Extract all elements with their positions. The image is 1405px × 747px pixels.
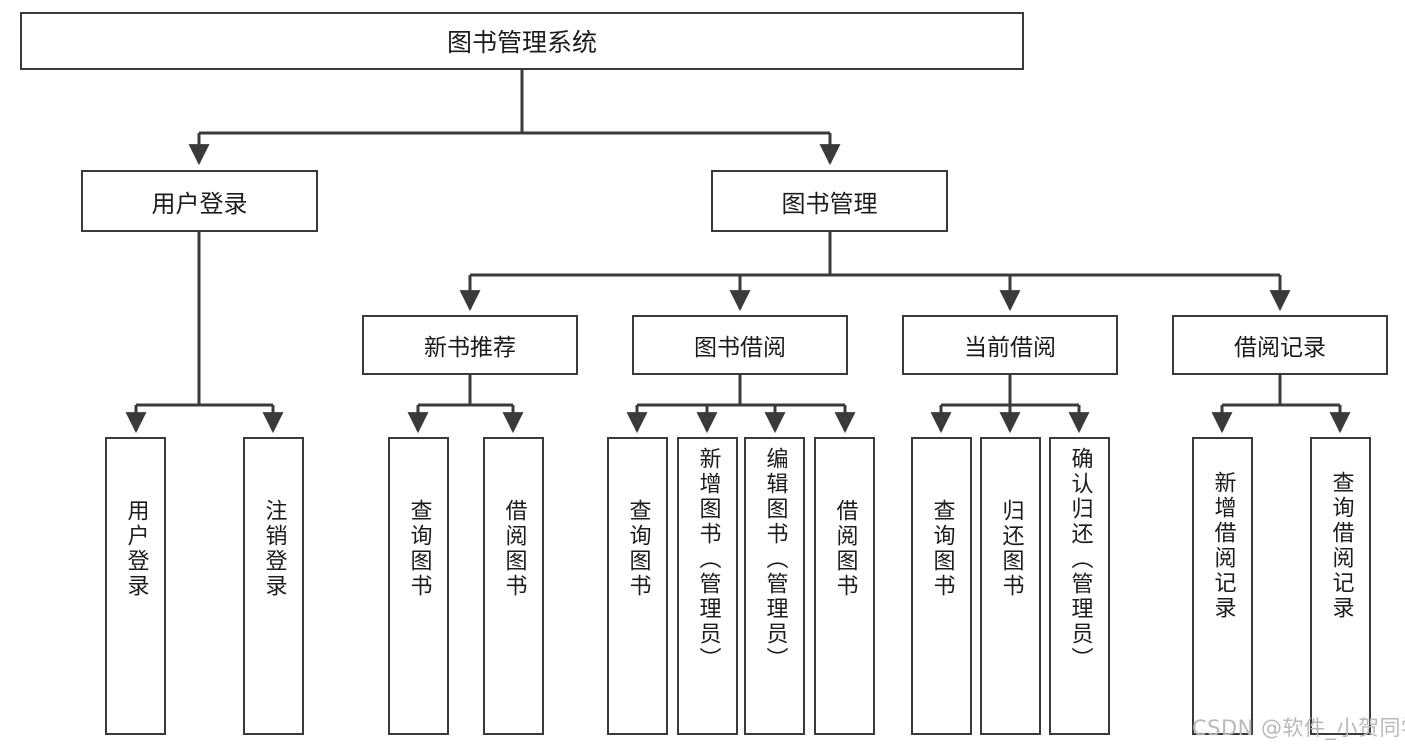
- node-label: 查询图书: [406, 499, 432, 599]
- leaf-borrow-book-recommend[interactable]: 借阅图书: [483, 437, 544, 735]
- node-label: 注销登录: [261, 499, 287, 599]
- node-label: 新增借阅记录: [1210, 471, 1236, 621]
- node-label: 确认归还（管理员）: [1067, 447, 1093, 672]
- node-book-borrow[interactable]: 图书借阅: [632, 315, 848, 375]
- node-label: 图书管理系统: [446, 28, 597, 57]
- node-root-system[interactable]: 图书管理系统: [20, 12, 1024, 70]
- leaf-query-borrow-record[interactable]: 查询借阅记录: [1310, 437, 1371, 735]
- node-label: 编辑图书（管理员）: [762, 447, 788, 672]
- node-label: 图书借阅: [694, 335, 786, 361]
- node-label: 查询图书: [625, 499, 651, 599]
- leaf-return-book[interactable]: 归还图书: [980, 437, 1041, 735]
- node-user-login[interactable]: 用户登录: [81, 170, 318, 232]
- leaf-query-book-borrow[interactable]: 查询图书: [607, 437, 668, 735]
- watermark-text: CSDN @软件_小贺同学: [1192, 716, 1405, 740]
- leaf-edit-book-admin[interactable]: 编辑图书（管理员）: [744, 437, 805, 735]
- node-book-management[interactable]: 图书管理: [711, 170, 948, 232]
- leaf-logout-login[interactable]: 注销登录: [243, 437, 304, 735]
- leaf-query-book-current[interactable]: 查询图书: [911, 437, 972, 735]
- leaf-user-login[interactable]: 用户登录: [105, 437, 166, 735]
- node-label: 图书管理: [781, 189, 878, 218]
- node-label: 当前借阅: [964, 335, 1056, 361]
- node-label: 借阅记录: [1234, 335, 1326, 361]
- node-new-book-recommend[interactable]: 新书推荐: [362, 315, 578, 375]
- leaf-add-book-admin[interactable]: 新增图书（管理员）: [677, 437, 738, 735]
- leaf-confirm-return-admin[interactable]: 确认归还（管理员）: [1049, 437, 1110, 735]
- leaf-query-book-recommend[interactable]: 查询图书: [388, 437, 449, 735]
- node-label: 用户登录: [151, 189, 248, 218]
- node-borrow-record[interactable]: 借阅记录: [1172, 315, 1388, 375]
- leaf-borrow-book[interactable]: 借阅图书: [814, 437, 875, 735]
- leaf-add-borrow-record[interactable]: 新增借阅记录: [1192, 437, 1253, 735]
- node-label: 新增图书（管理员）: [695, 447, 721, 672]
- node-label: 归还图书: [998, 499, 1024, 599]
- node-label: 用户登录: [123, 499, 149, 599]
- node-label: 查询图书: [929, 499, 955, 599]
- node-label: 查询借阅记录: [1328, 471, 1354, 621]
- node-label: 借阅图书: [832, 499, 858, 599]
- node-label: 新书推荐: [424, 335, 516, 361]
- node-label: 借阅图书: [501, 499, 527, 599]
- node-current-borrow[interactable]: 当前借阅: [902, 315, 1118, 375]
